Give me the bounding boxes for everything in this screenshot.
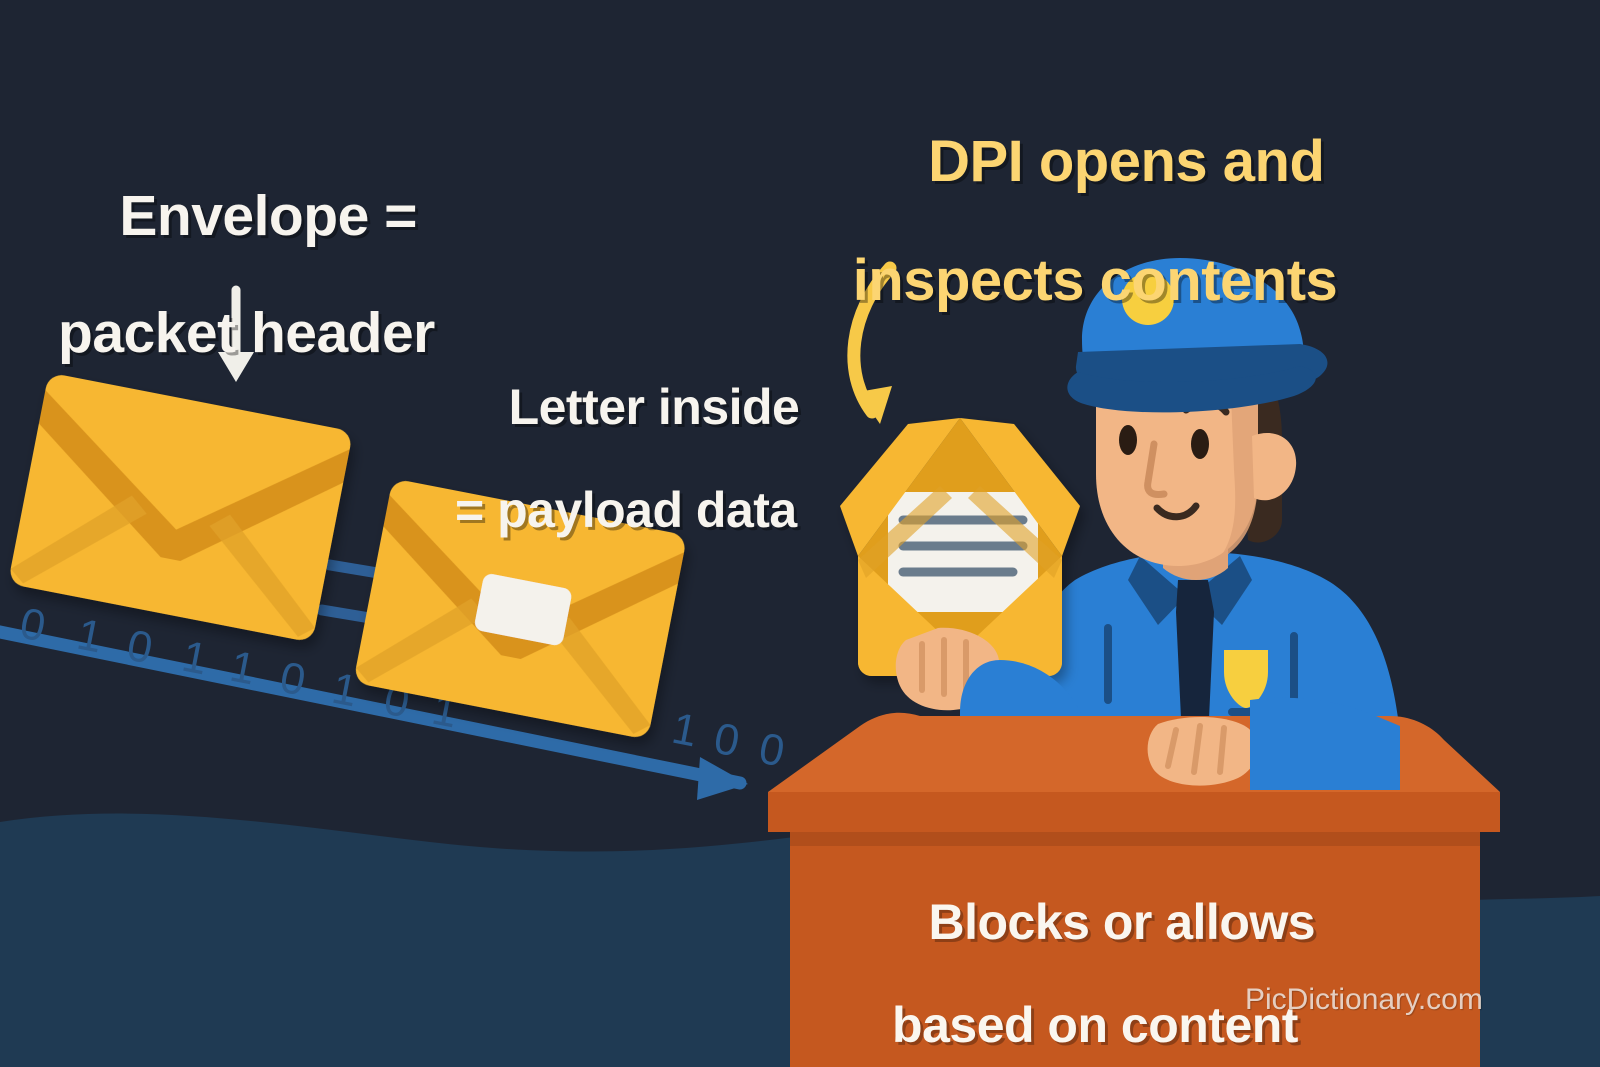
label-envelope-line2: packet header <box>58 301 435 366</box>
label-letter-line2: = payload data <box>455 481 797 538</box>
label-letter-payload-data: Letter inside = payload data <box>455 330 875 639</box>
label-blocks-line1: Blocks or allows <box>928 893 1316 950</box>
label-letter-line1: Letter inside <box>508 378 800 435</box>
label-envelope-line1: Envelope = <box>119 183 417 248</box>
label-blocks-line2: based on content <box>892 996 1298 1053</box>
label-blocks-or-allows: Blocks or allows based on content <box>855 845 1335 1067</box>
heading-dpi-opens-inspects: DPI opens and inspects contents <box>775 72 1415 430</box>
label-envelope-packet-header: Envelope = packet header <box>58 128 488 480</box>
heading-line2: inspects contents <box>852 248 1338 314</box>
watermark-picdictionary: PicDictionary.com <box>1245 983 1483 1016</box>
heading-line1: DPI opens and <box>928 128 1325 194</box>
